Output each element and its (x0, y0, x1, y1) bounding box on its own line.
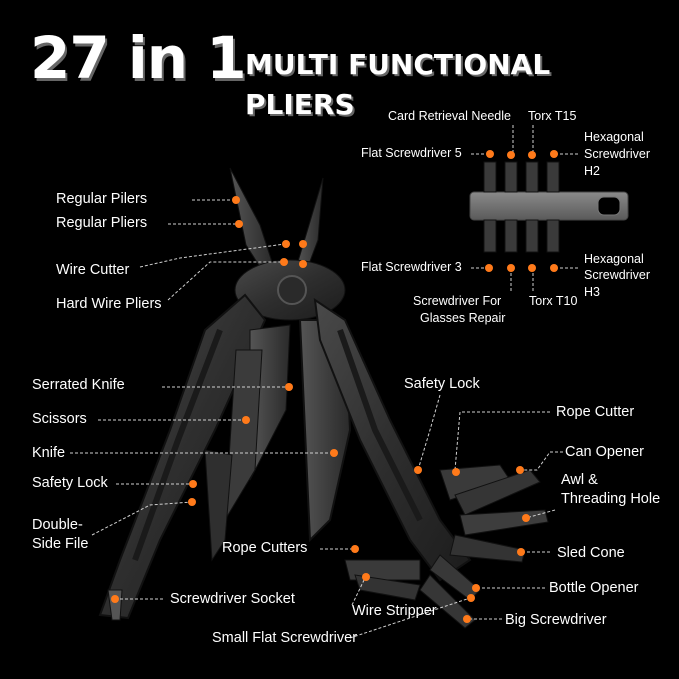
plier-jaw-left (229, 167, 273, 271)
label-safety-lock-right: Safety Lock (404, 376, 480, 392)
label-small-flat-screwdriver: Small Flat Screwdriver (212, 630, 358, 646)
label-hex-h3-1: Hexagonal (584, 252, 644, 266)
label-torx-t10: Torx T10 (529, 294, 578, 308)
label-glasses-repair-2: Glasses Repair (420, 311, 506, 325)
label-scissors: Scissors (32, 411, 87, 427)
label-big-screwdriver: Big Screwdriver (505, 612, 607, 628)
label-hex-h2-3: H2 (584, 164, 600, 178)
sled-cone-tool (449, 534, 526, 563)
bits-bottom (483, 219, 560, 253)
label-hex-h2-1: Hexagonal (584, 130, 644, 144)
label-regular-pliers: Regular Pliers (56, 215, 148, 231)
header: 27 in 1 MULTI FUNCTIONAL PLIERS (30, 18, 650, 121)
title-count: 27 in 1 (30, 24, 247, 92)
label-card-retrieval-needle: Card Retrieval Needle (388, 109, 511, 123)
label-wire-stripper: Wire Stripper (352, 603, 437, 619)
plier-jaw-right (295, 177, 324, 273)
label-flat-screwdriver-3: Flat Screwdriver 3 (361, 260, 462, 274)
label-hex-h2-2: Screwdriver (584, 147, 650, 161)
label-hard-wire-pliers: Hard Wire Pliers (56, 296, 162, 312)
label-serrated-knife: Serrated Knife (32, 377, 125, 393)
label-awl-2: Threading Hole (561, 491, 661, 507)
label-hex-h3-2: Screwdriver (584, 268, 650, 282)
label-screwdriver-socket: Screwdriver Socket (170, 591, 295, 607)
label-rope-cutters: Rope Cutters (222, 540, 308, 556)
label-double-side-file-2: Side File (32, 536, 89, 552)
label-flat-screwdriver-5: Flat Screwdriver 5 (361, 146, 462, 160)
title-subtitle: MULTI FUNCTIONAL PLIERS (245, 48, 551, 121)
label-knife: Knife (32, 445, 66, 461)
label-rope-cutter: Rope Cutter (556, 404, 635, 420)
wire-stripper-tool (354, 574, 421, 601)
leader-lines (70, 125, 578, 639)
label-can-opener: Can Opener (565, 444, 644, 460)
label-sled-cone: Sled Cone (557, 545, 625, 561)
label-torx-t15: Torx T15 (528, 109, 577, 123)
pivot-bolt (277, 275, 307, 305)
label-bottle-opener: Bottle Opener (549, 580, 639, 596)
big-screwdriver-tool (419, 574, 476, 629)
bits-top (483, 161, 560, 193)
label-safety-lock-left: Safety Lock (32, 475, 108, 491)
label-wire-cutter: Wire Cutter (56, 262, 130, 278)
awl-tool (459, 509, 549, 536)
label-regular-pilers: Regular Pilers (56, 191, 148, 207)
label-double-side-file-1: Double- (32, 517, 83, 533)
label-glasses-repair-1: Screwdriver For (413, 294, 502, 308)
label-awl-1: Awl & (561, 472, 598, 488)
can-opener-tool (454, 469, 541, 516)
label-hex-h3-3: H3 (584, 285, 600, 299)
orange-dots (111, 150, 558, 623)
